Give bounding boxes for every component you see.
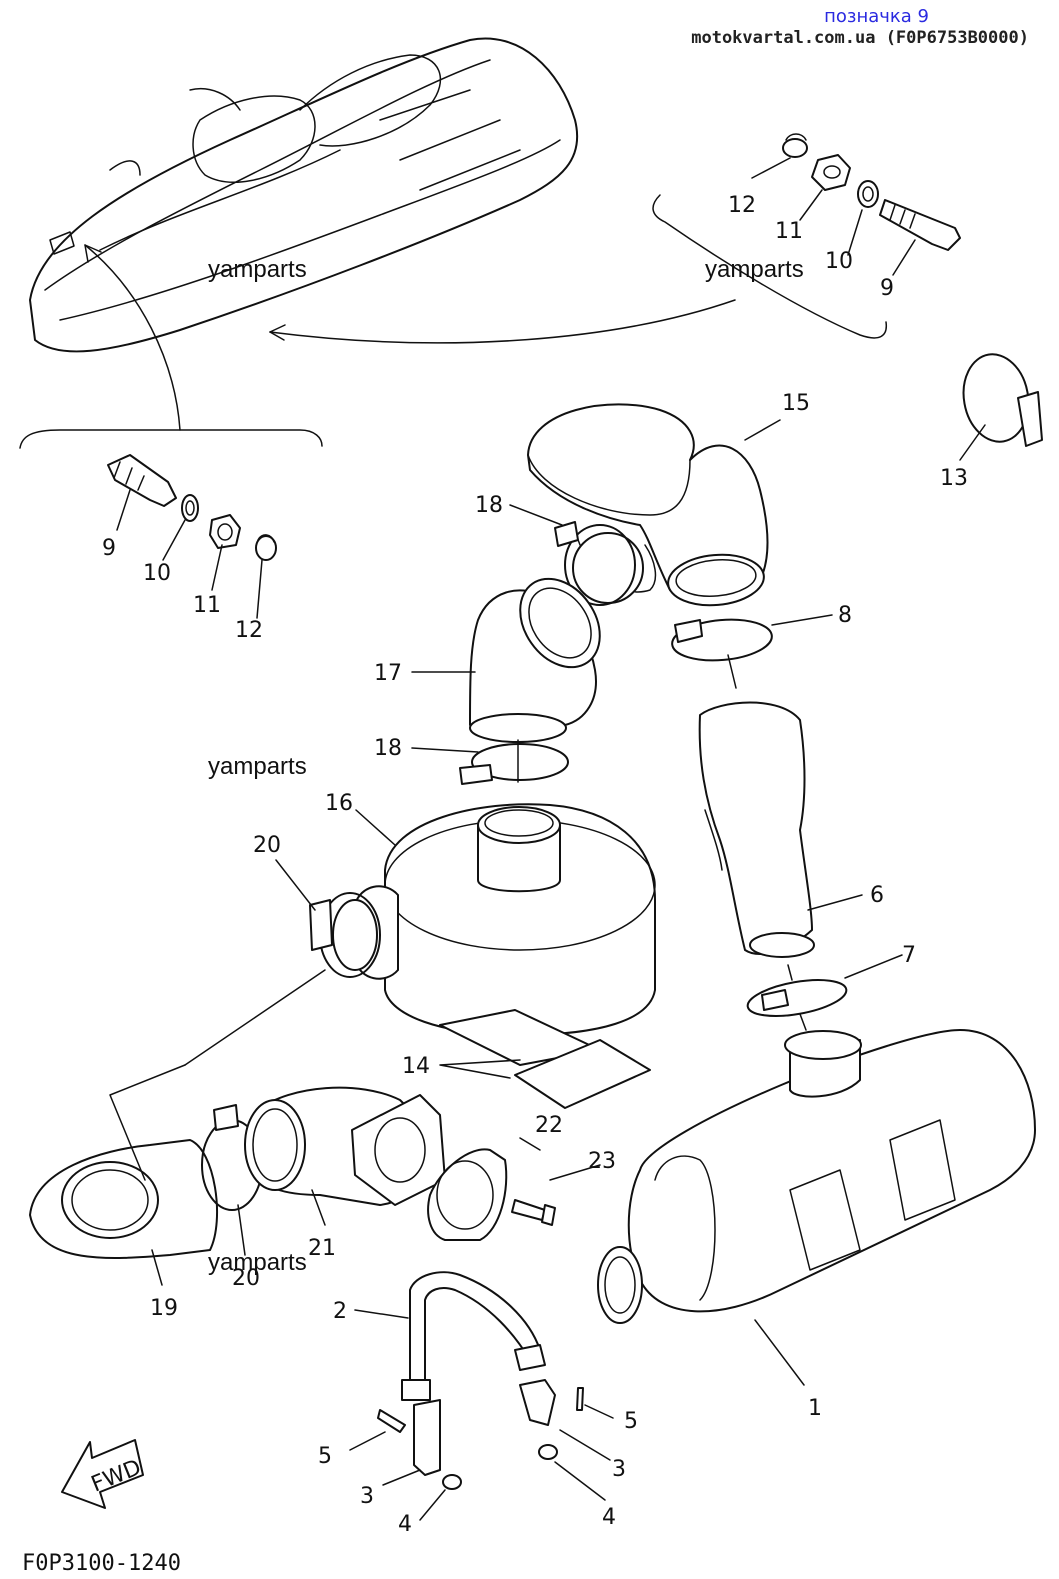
- callout-17: 17: [374, 661, 402, 686]
- muffler-1: [597, 1029, 1036, 1324]
- watercraft-illustration: [29, 37, 579, 353]
- callout-15: 15: [782, 391, 810, 416]
- watermark-3: yamparts: [208, 753, 307, 780]
- callout-11-right: 11: [775, 219, 803, 244]
- detail-bracket-left: [19, 429, 323, 449]
- header-title: позначка 9: [824, 6, 929, 27]
- callout-10-left: 10: [143, 561, 171, 586]
- callout-3-right: 3: [612, 1457, 626, 1482]
- watermark-1: yamparts: [208, 256, 307, 283]
- callout-18-top: 18: [475, 493, 503, 518]
- callout-23: 23: [588, 1149, 616, 1174]
- fitting-set-left: [107, 454, 277, 561]
- callout-11-left: 11: [193, 593, 221, 618]
- callout-16: 16: [325, 791, 353, 816]
- fwd-arrow-icon: FWD: [61, 1439, 145, 1509]
- water-lock-16: [332, 803, 656, 1036]
- callout-14: 14: [402, 1054, 430, 1079]
- hose-clamp-8: [671, 618, 773, 689]
- callout-4-left: 4: [398, 1512, 412, 1537]
- leader-lines: [109, 157, 986, 1521]
- callout-20-lower: 20: [232, 1266, 260, 1291]
- callout-1: 1: [808, 1396, 822, 1421]
- hose-clamp-13: [962, 353, 1043, 447]
- exhaust-pipe-19: [29, 1139, 219, 1260]
- callout-22: 22: [535, 1113, 563, 1138]
- callout-4-right: 4: [602, 1505, 616, 1530]
- bracket-set-right: [519, 1379, 584, 1460]
- elbow-pipe-15: [527, 403, 769, 607]
- detail-bracket-right: [652, 194, 888, 339]
- strap-2: [401, 1271, 546, 1401]
- hose-clamp-18-mid: [459, 739, 569, 785]
- bracket-set-left: [377, 1399, 462, 1490]
- callout-5-left: 5: [318, 1444, 332, 1469]
- watermark-5: yamparts: [208, 1249, 307, 1276]
- callout-20-upper: 20: [253, 833, 281, 858]
- header-site: motokvartal.com.ua (F0P6753B0000): [691, 28, 1029, 48]
- callout-3-left: 3: [360, 1484, 374, 1509]
- hose-clamp-18-top: [554, 521, 636, 606]
- callout-19: 19: [150, 1296, 178, 1321]
- hose-6: [698, 701, 815, 958]
- diagram-code: F0P3100-1240: [22, 1551, 181, 1576]
- bolt-23: [511, 1199, 556, 1226]
- hose-clamp-7: [746, 964, 848, 1031]
- callout-5-right: 5: [624, 1409, 638, 1434]
- callout-18-mid: 18: [374, 736, 402, 761]
- callout-6: 6: [870, 883, 884, 908]
- watermark-2: yamparts: [705, 256, 804, 283]
- arrow-to-craft-right: [269, 299, 736, 344]
- callout-9-right: 9: [880, 276, 894, 301]
- callout-8: 8: [838, 603, 852, 628]
- callout-7: 7: [902, 943, 916, 968]
- callout-12-right: 12: [728, 193, 756, 218]
- gasket-22: [427, 1148, 508, 1241]
- arrow-to-craft-left: [84, 244, 181, 431]
- callout-10-right: 10: [825, 249, 853, 274]
- callout-12-left: 12: [235, 618, 263, 643]
- callout-2: 2: [333, 1299, 347, 1324]
- callout-21: 21: [308, 1236, 336, 1261]
- callout-13: 13: [940, 466, 968, 491]
- elbow-pipe-17: [469, 577, 601, 743]
- hose-clamp-20-upper: [309, 892, 381, 978]
- callout-9-left: 9: [102, 536, 116, 561]
- exhaust-elbow-21: [244, 1086, 446, 1206]
- fitting-set-right: [782, 133, 961, 251]
- pads-14: [439, 1009, 651, 1109]
